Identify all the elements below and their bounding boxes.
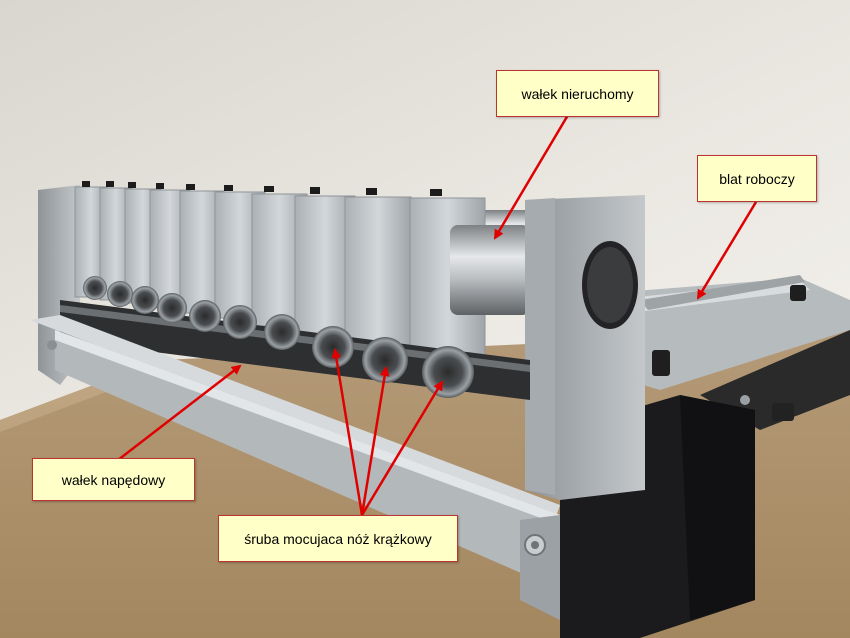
drive-roller-arrow — [117, 364, 242, 461]
blade-screw-arrow-left — [331, 348, 364, 516]
blade-screw-arrow-right — [360, 380, 444, 516]
fixed-roller-label: wałek nieruchomy — [496, 70, 659, 117]
blade-screw-arrow-middle — [360, 366, 390, 516]
fixed-roller-arrow — [493, 114, 570, 240]
work-table-arrow — [696, 201, 758, 300]
blade-screw-label: śruba mocujaca nóż krążkowy — [218, 515, 458, 562]
work-table-label: blat roboczy — [697, 155, 817, 202]
drive-roller-label: wałek napędowy — [32, 458, 195, 501]
